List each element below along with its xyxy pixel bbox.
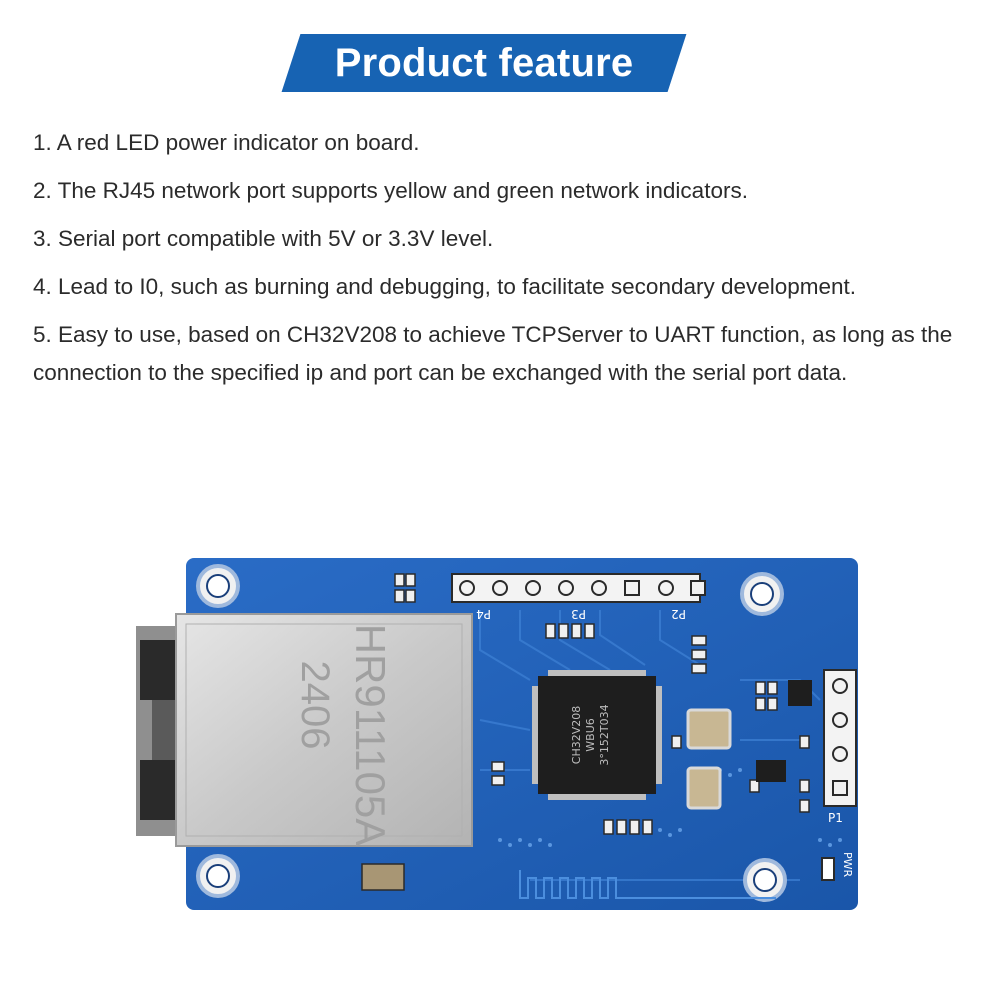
- feature-item-5: 5. Easy to use, based on CH32V208 to ach…: [33, 322, 953, 385]
- mcu-chip: CH32V208 WBU6 3°152T034: [532, 670, 662, 800]
- header-pins-top: [451, 573, 706, 603]
- board-photo: HR911105A 2406 P4 P3 P2 P1 PWR: [136, 558, 858, 910]
- crystal-oscillators: [686, 708, 732, 810]
- label-p3: P3: [571, 607, 586, 621]
- label-p2: P2: [671, 607, 686, 621]
- smd-components: [361, 573, 810, 891]
- chip-marking-1: CH32V208: [570, 706, 583, 764]
- power-led: [821, 857, 835, 881]
- header-pins-right: [823, 669, 857, 807]
- pcb-meander-trace: [519, 870, 776, 899]
- page-title: Product feature: [334, 40, 634, 85]
- label-p1: P1: [828, 811, 843, 825]
- small-ics: [756, 680, 812, 782]
- chip-marking-2: WBU6: [584, 718, 597, 751]
- feature-item-1: 1. A red LED power indicator on board.: [33, 130, 420, 155]
- label-pwr: PWR: [841, 852, 854, 878]
- jack-marking-model: HR911105A: [347, 624, 394, 847]
- feature-list: 1. A red LED power indicator on board. 2…: [33, 124, 973, 402]
- feature-item-3: 3. Serial port compatible with 5V or 3.3…: [33, 226, 494, 251]
- feature-item-4: 4. Lead to I0, such as burning and debug…: [33, 274, 857, 299]
- rj45-jack: HR911105A 2406: [136, 613, 473, 847]
- label-p4: P4: [476, 607, 491, 621]
- feature-item-2: 2. The RJ45 network port supports yellow…: [33, 178, 748, 203]
- mounting-holes: [196, 564, 787, 902]
- chip-marking-3: 3°152T034: [598, 704, 611, 765]
- pcb-vias: [498, 768, 842, 847]
- jack-marking-date: 2406: [293, 661, 337, 750]
